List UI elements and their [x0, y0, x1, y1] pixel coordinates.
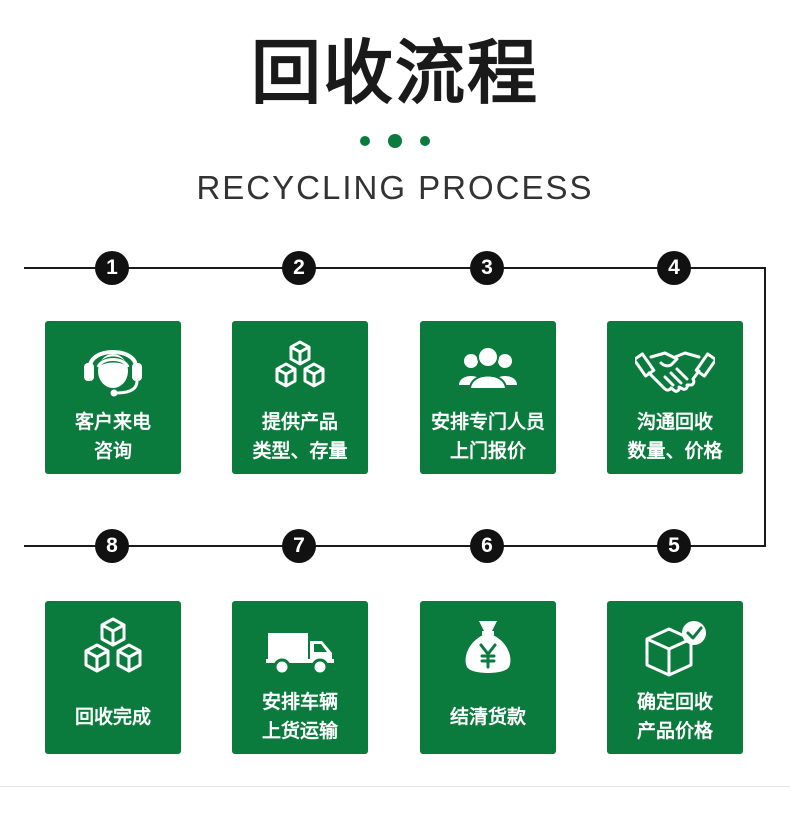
step-card-2: 提供产品 类型、存量 [232, 321, 368, 474]
people-group-icon [420, 333, 556, 411]
dot [360, 135, 370, 146]
dot [388, 133, 402, 148]
page-title: 回收流程 [251, 32, 539, 114]
step-label: 沟通回收 数量、价格 [627, 411, 723, 462]
step-card-7: 安排车辆 上货运输 [232, 601, 368, 754]
truck-icon [232, 613, 368, 691]
top-connector-line [24, 267, 766, 269]
step-card-4: 沟通回收 数量、价格 [607, 321, 743, 474]
step-number-1: 1 [95, 251, 129, 285]
handshake-icon [607, 333, 743, 411]
step-number-2: 2 [282, 251, 316, 285]
step-number-3: 3 [470, 251, 504, 285]
step-number-5: 5 [657, 529, 691, 563]
headset-agent-icon [45, 333, 181, 411]
step-number-4: 4 [657, 251, 691, 285]
page-subtitle: RECYCLING PROCESS [196, 169, 594, 206]
bottom-connector-line [24, 545, 766, 547]
money-bag-icon [420, 613, 556, 691]
step-card-8: 回收完成 [45, 601, 181, 754]
step-label: 回收完成 [74, 705, 151, 728]
step-card-1: 客户来电 咨询 [45, 321, 181, 474]
step-number-8: 8 [95, 529, 129, 563]
step-label: 安排专门人员 上门报价 [430, 411, 545, 462]
step-label: 结清货款 [449, 705, 526, 728]
step-number-7: 7 [282, 529, 316, 563]
footer-divider [0, 786, 790, 787]
step-number-6: 6 [470, 529, 504, 563]
dot [420, 135, 430, 146]
step-card-6: 结清货款 [420, 601, 556, 754]
boxes-icon [232, 333, 368, 411]
boxes-icon [45, 613, 181, 691]
step-label: 提供产品 类型、存量 [252, 411, 348, 462]
box-check-icon [607, 613, 743, 691]
step-label: 确定回收 产品价格 [636, 691, 713, 742]
step-label: 安排车辆 上货运输 [261, 691, 338, 742]
step-card-5: 确定回收 产品价格 [607, 601, 743, 754]
title-dots [0, 130, 790, 150]
step-label: 客户来电 咨询 [74, 411, 151, 462]
step-card-3: 安排专门人员 上门报价 [420, 321, 556, 474]
right-connector-line [764, 267, 766, 547]
